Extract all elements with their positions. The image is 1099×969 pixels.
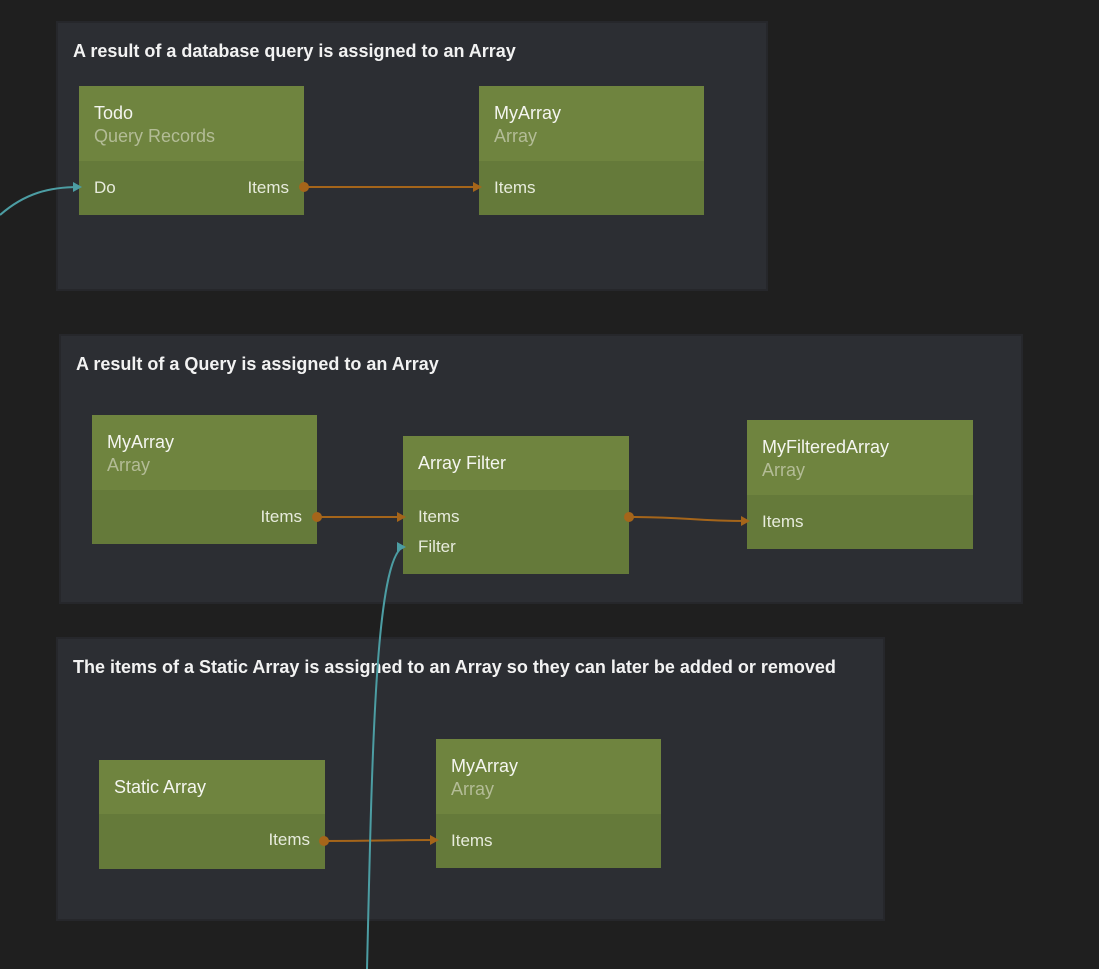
node-static-array[interactable]: Static Array Items: [99, 760, 325, 869]
group-title: A result of a database query is assigned…: [73, 41, 516, 61]
port-items-input[interactable]: Items: [494, 178, 536, 197]
group-title: The items of a Static Array is assigned …: [73, 657, 836, 677]
port-items-input[interactable]: Items: [418, 507, 460, 526]
port-items-output[interactable]: Items: [260, 507, 302, 526]
node-title: MyArray: [107, 432, 174, 452]
port-items-output[interactable]: Items: [247, 178, 289, 197]
node-type: Array: [762, 460, 806, 480]
port-do-input[interactable]: Do: [94, 178, 116, 197]
node-title: MyFilteredArray: [762, 437, 890, 457]
group-title: A result of a Query is assigned to an Ar…: [76, 354, 439, 374]
node-type: Array: [494, 126, 538, 146]
port-items-input[interactable]: Items: [451, 831, 493, 850]
node-type: Query Records: [94, 126, 216, 146]
node-myfilteredarray[interactable]: MyFilteredArray Array Items: [747, 420, 973, 549]
node-type: Array: [107, 455, 151, 475]
node-todo-query-records[interactable]: Todo Query Records Do Items: [79, 86, 304, 215]
node-title: Array Filter: [418, 453, 507, 473]
port-items-input[interactable]: Items: [762, 512, 804, 531]
node-myarray[interactable]: MyArray Array Items: [479, 86, 704, 215]
node-title: Todo: [94, 103, 134, 123]
port-items-output[interactable]: Items: [268, 830, 310, 849]
node-title: MyArray: [494, 103, 561, 123]
node-myarray[interactable]: MyArray Array Items: [92, 415, 317, 544]
node-title: Static Array: [114, 777, 207, 797]
node-myarray[interactable]: MyArray Array Items: [436, 739, 661, 868]
node-array-filter[interactable]: Array Filter Items Filter: [403, 436, 629, 574]
node-type: Array: [451, 779, 495, 799]
node-title: MyArray: [451, 756, 518, 776]
port-filter-input[interactable]: Filter: [418, 537, 456, 556]
